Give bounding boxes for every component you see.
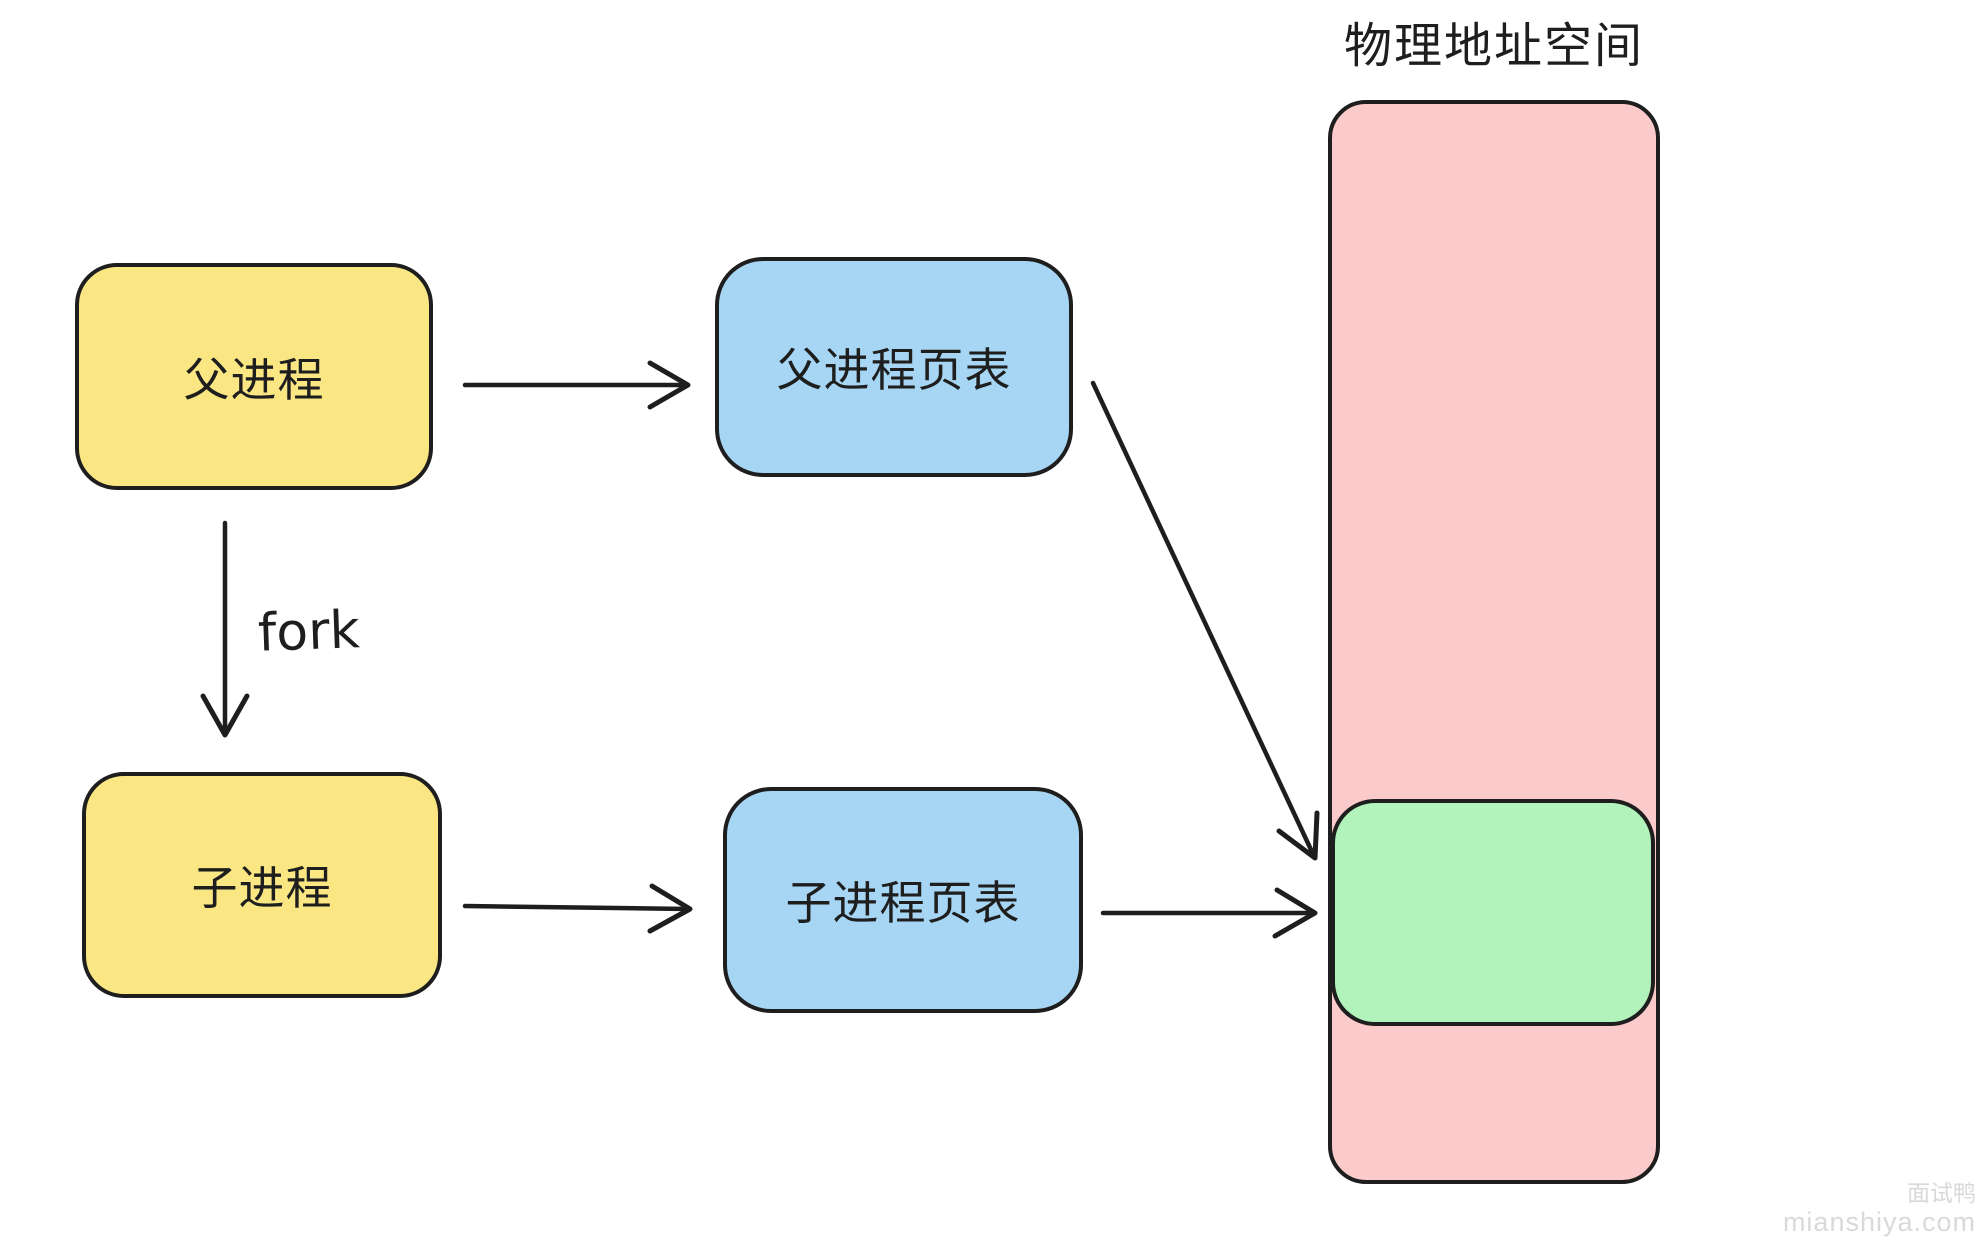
arrow-parent-to-parent-page-table: [462, 360, 691, 410]
arrow-fork: [200, 520, 250, 738]
parent-page-table-label: 父进程页表: [776, 344, 1012, 396]
arrow-parent-page-table-to-shared-memory: [1090, 380, 1320, 861]
arrow-child-to-child-page-table: [462, 883, 693, 934]
watermark-brand: 面试鸭: [1907, 1180, 1976, 1206]
shared-memory-region: [1331, 799, 1655, 1026]
child-page-table-label: 子进程页表: [785, 877, 1021, 929]
child-process-node: 子进程: [82, 772, 442, 998]
watermark: 面试鸭 mianshiya.com: [1783, 1180, 1976, 1239]
physical-address-space-title: 物理地址空间: [1343, 20, 1644, 73]
parent-page-table-node: 父进程页表: [715, 257, 1073, 477]
parent-process-node: 父进程: [75, 263, 433, 490]
fork-label: fork: [256, 600, 361, 664]
watermark-site: mianshiya.com: [1782, 1207, 1976, 1238]
child-page-table-node: 子进程页表: [723, 787, 1083, 1013]
child-process-label: 子进程: [191, 862, 333, 914]
arrow-child-page-table-to-shared-memory: [1100, 887, 1318, 939]
parent-process-label: 父进程: [183, 353, 325, 406]
